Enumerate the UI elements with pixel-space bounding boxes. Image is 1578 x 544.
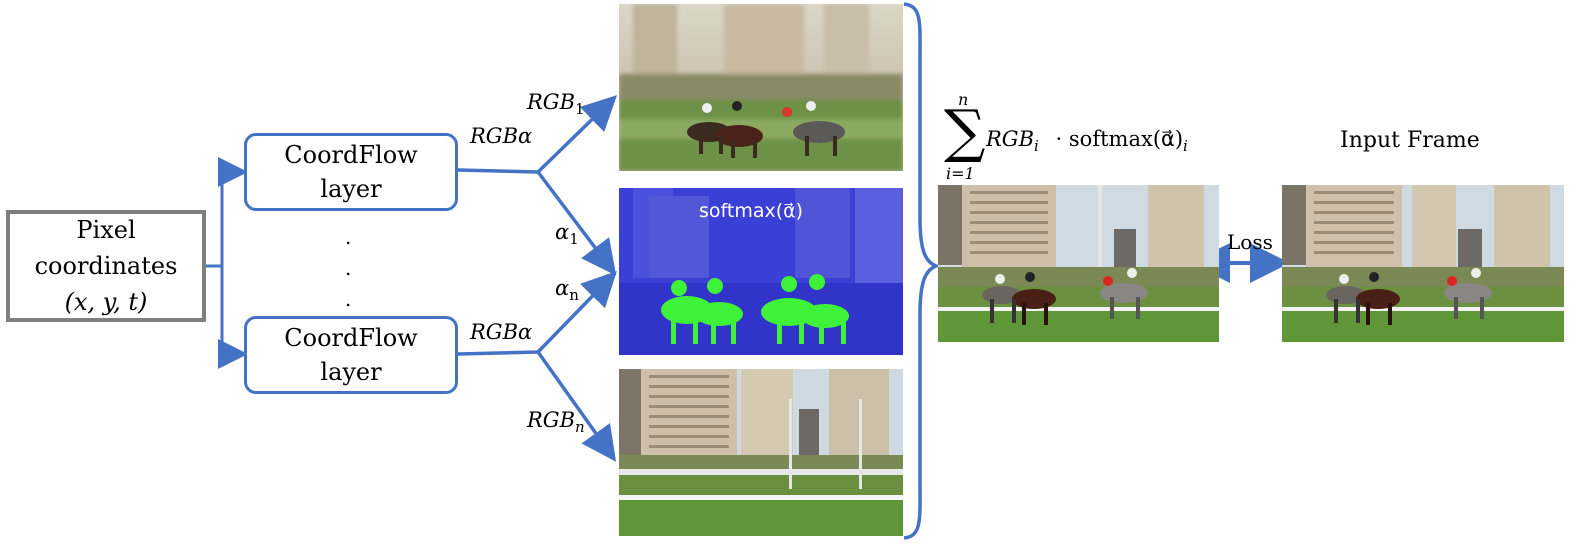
label-rgbn-sub: n [575,418,585,437]
line-bottom-output [457,350,539,356]
reconstructed-frame-image [938,185,1219,342]
arrow-rgb1 [536,95,618,174]
label-alphan-sub: n [569,286,579,305]
coordflow-layer-bottom: CoordFlow layer [244,316,458,394]
sum-dot: · [1055,127,1063,151]
curly-brace [903,2,941,540]
arrow-alphan [536,270,617,354]
rgb1-image [619,4,903,171]
label-rgb-alpha-bottom: RGBα [470,320,533,344]
sum-sigma: ∑ [944,97,986,165]
sum-term-base: RGB [986,127,1035,151]
sum-term-sub: i [1034,137,1039,156]
loss-label: Loss [1227,230,1273,254]
sum-top-text: n [958,90,969,109]
sum-softmax: softmax(α⃗) [1068,127,1184,151]
label-alpha1-sub: 1 [569,230,579,249]
coordflow-bottom-line2: layer [320,358,382,386]
input-frame-image [1282,185,1564,342]
label-rgb1-base: RGB [527,90,576,114]
arrow-alpha1 [536,170,617,276]
label-alpha1: α1 [555,220,579,248]
label-rgbn: RGBn [527,408,585,436]
label-rgb1-sub: 1 [575,100,585,119]
vertical-ellipsis: . . . [345,225,352,311]
coordflow-bottom-line1: CoordFlow [284,324,418,352]
sum-softmax-sub: i [1183,137,1188,156]
sum-top-n: n [958,90,968,109]
pixel-coordinates-box: Pixel coordinates (x, y, t) [6,210,206,322]
label-alphan-base: α [555,276,570,300]
rgbn-image [619,369,903,536]
label-rgbn-base: RGB [527,408,576,432]
sum-term: RGBi · softmax(α⃗)i [986,127,1188,155]
label-rgb-alpha-top: RGBα [470,124,533,148]
input-frame-label: Input Frame [1340,128,1480,153]
coordflow-top-line2: layer [320,175,382,203]
pixel-box-line2: coordinates [34,252,178,280]
coordflow-layer-top: CoordFlow layer [244,133,458,211]
pixel-box-line3: (x, y, t) [64,288,148,316]
pixel-box-line1: Pixel [76,216,136,244]
coordflow-top-line1: CoordFlow [284,141,418,169]
label-alphan: αn [555,276,579,304]
arrow-rgbn [536,350,617,462]
line-top-output [457,168,539,174]
softmax-mask-image: softmax(α⃗) [619,188,903,355]
label-alpha1-base: α [555,220,570,244]
softmax-overlay-label: softmax(α⃗) [699,200,804,222]
sum-bottom: i=1 [946,164,975,183]
label-rgb1: RGB1 [527,90,585,118]
